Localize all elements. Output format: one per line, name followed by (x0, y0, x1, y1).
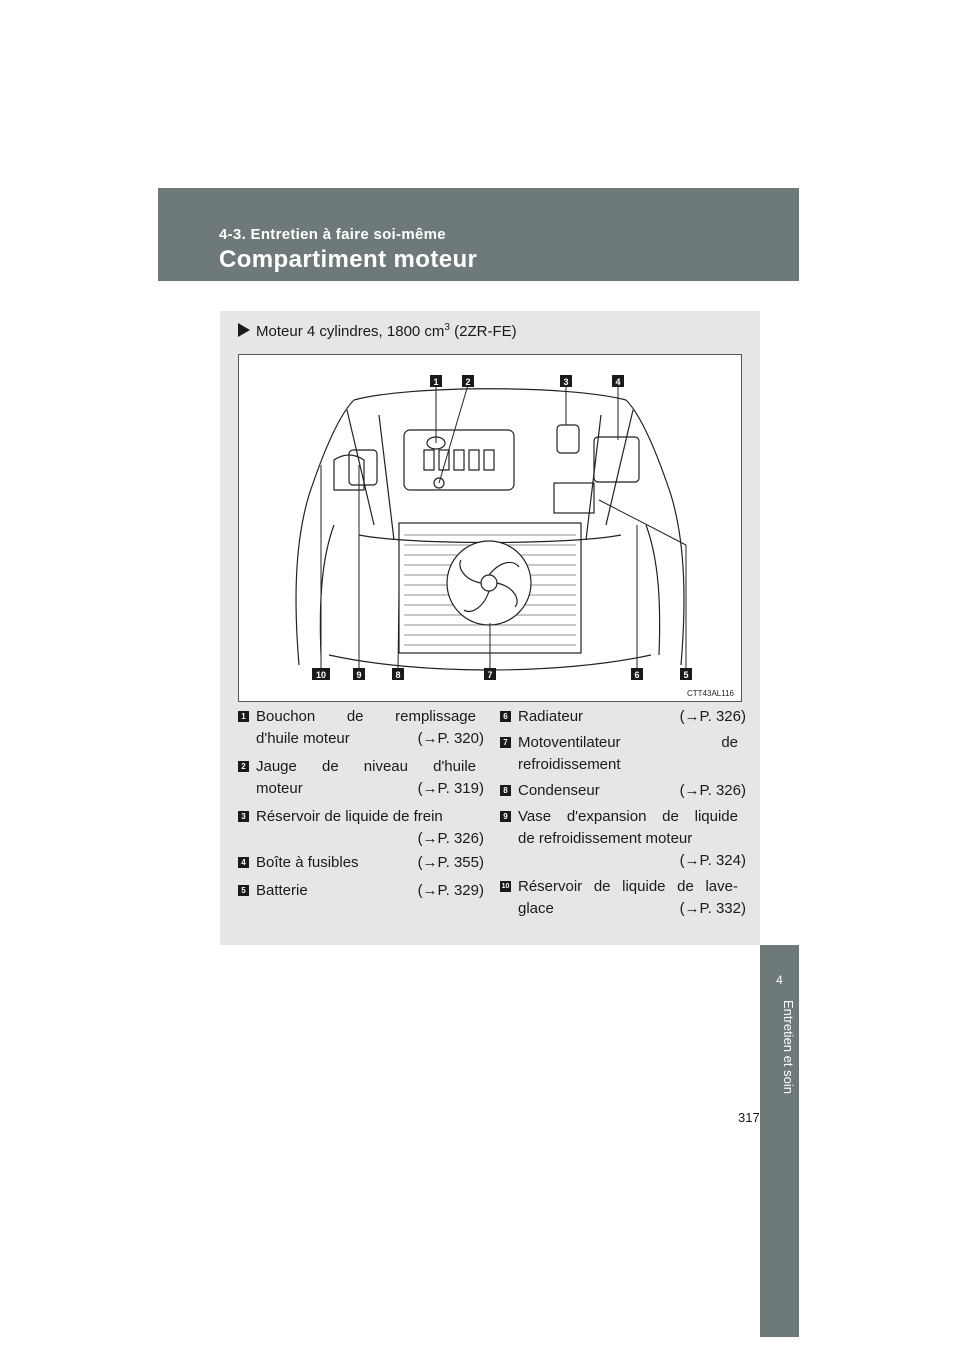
page-ref: (→P. 329) (417, 882, 484, 899)
legend-left: 1 Bouchon de remplissage d'huile moteur (… (238, 706, 484, 926)
callout-3-box (560, 375, 572, 387)
callout-2-box (462, 375, 474, 387)
engine-subtitle: Moteur 4 cylindres, 1800 cm3 (2ZR-FE) (238, 322, 517, 340)
figure-code: CTT43AL116 (687, 689, 735, 698)
item-number-badge: 5 (238, 885, 249, 896)
item-label-cont: refroidissement (518, 756, 621, 773)
callout-6-label: 6 (634, 670, 639, 680)
chapter-tab (760, 945, 799, 1337)
item-label: Radiateur (518, 708, 584, 725)
page-ref: (→P. 324) (679, 852, 746, 869)
callout-1-label: 1 (433, 377, 438, 387)
callout-5-label: 5 (683, 670, 688, 680)
engine-drawing: 1 2 3 4 10 9 8 7 6 5 CTT43AL116 (295, 375, 735, 698)
item-number-badge: 6 (500, 711, 511, 722)
chapter-name: Entretien et soin (781, 1000, 796, 1094)
page-ref: (→P. 326) (417, 830, 484, 847)
item-number-badge: 9 (500, 811, 511, 822)
item-label: Vase d'expansion de liquide (518, 808, 738, 825)
legend-right: 6 Radiateur (→P. 326) 7 Motoventilateur d… (500, 706, 746, 936)
item-label: Jauge de niveau d'huile (256, 758, 476, 775)
page-ref: (→P. 326) (679, 708, 746, 725)
page-ref: (→P. 319) (417, 780, 484, 797)
item-label-cont: glace (518, 900, 554, 917)
item-number-badge: 8 (500, 785, 511, 796)
section-title: 4-3. Entretien à faire soi-même (219, 226, 446, 243)
callout-2-label: 2 (465, 377, 470, 387)
item-label: Motoventilateur de (518, 734, 738, 751)
page-number: 317 (738, 1110, 760, 1125)
item-label-cont: de refroidissement moteur (518, 830, 693, 847)
item-label: Condenseur (518, 782, 600, 799)
item-label: Réservoir de liquide de frein (256, 808, 443, 825)
item-label-cont: d'huile moteur (256, 730, 350, 747)
item-number-badge: 1 (238, 711, 249, 722)
page-ref: (→P. 326) (679, 782, 746, 799)
subtitle-suffix: (2ZR-FE) (449, 323, 517, 340)
callout-7-label: 7 (487, 670, 492, 680)
item-number-badge: 4 (238, 857, 249, 868)
page-title: Compartiment moteur (219, 246, 478, 273)
callout-6-box (631, 668, 643, 680)
item-label: Réservoir de liquide de lave- (518, 878, 738, 895)
page-ref: (→P. 332) (679, 900, 746, 917)
item-label: Boîte à fusibles (256, 854, 359, 871)
item-number-badge: 10 (500, 881, 511, 892)
chapter-header: 4-3. Entretien à faire soi-même Comparti… (158, 188, 799, 281)
item-number-badge: 3 (238, 811, 249, 822)
page-ref: (→P. 320) (417, 730, 484, 747)
item-label-cont: moteur (256, 780, 303, 797)
callout-10-label: 10 (316, 670, 326, 680)
callout-4-label: 4 (615, 377, 620, 387)
callout-8-label: 8 (395, 670, 400, 680)
item-label: Batterie (256, 882, 308, 899)
triangle-bullet-icon (238, 323, 250, 337)
engine-illustration: 1 2 3 4 10 9 8 7 6 5 CTT43AL116 (238, 354, 742, 702)
callout-7-box (484, 668, 496, 680)
callout-1-box (430, 375, 442, 387)
item-label: Bouchon de remplissage (256, 708, 476, 725)
chapter-number: 4 (776, 973, 783, 987)
callout-9-box (353, 668, 365, 680)
subtitle-text: Moteur 4 cylindres, 1800 cm (256, 323, 445, 340)
callout-8-box (392, 668, 404, 680)
subtitle-superscript: 3 (444, 322, 450, 333)
callout-4-box (612, 375, 624, 387)
callout-3-label: 3 (563, 377, 568, 387)
callout-10-box (312, 668, 330, 680)
item-number-badge: 2 (238, 761, 249, 772)
callout-9-label: 9 (356, 670, 361, 680)
callout-5-box (680, 668, 692, 680)
page-ref: (→P. 355) (417, 854, 484, 871)
item-number-badge: 7 (500, 737, 511, 748)
